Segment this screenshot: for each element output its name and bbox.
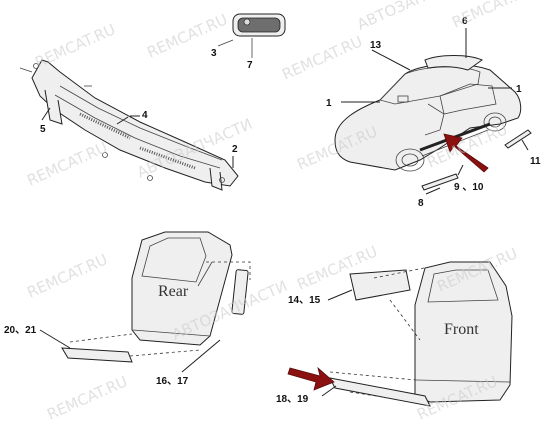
rear-door-text: Rear (158, 283, 189, 300)
car-body (334, 55, 522, 172)
watermark-14: REMCAT.RU (44, 372, 130, 423)
callout-9-10: 9 、10 (454, 182, 484, 193)
watermark-3: REMCAT.RU (279, 32, 365, 83)
callout-18-19: 18、19 (276, 394, 309, 405)
watermark-1: REMCAT.RU (32, 20, 118, 71)
rear-door (69, 231, 251, 357)
callout-8: 8 (418, 198, 424, 209)
callout-1-left: 1 (326, 98, 332, 109)
callout-7: 7 (247, 60, 253, 71)
trim-strip-11 (504, 129, 532, 149)
callout-6: 6 (462, 16, 468, 27)
callout-4: 4 (142, 110, 148, 121)
callout-11: 11 (530, 156, 541, 167)
callout-3: 3 (211, 48, 217, 59)
watermark-5: REMCAT.RU (449, 0, 535, 32)
rearview-mirror (217, 13, 286, 58)
red-arrow-front-trim (287, 366, 335, 391)
cowl-panel (19, 59, 239, 191)
trim-strip-8 (421, 173, 459, 191)
front-door (329, 261, 513, 405)
watermark-10: REMCAT.RU (24, 250, 110, 301)
callout-14-15: 14、15 (288, 295, 321, 306)
rear-lower-trim (61, 347, 133, 363)
front-door-text: Front (444, 321, 479, 338)
front-lower-trim (329, 377, 431, 407)
red-arrow-car (443, 133, 489, 173)
callout-16-17: 16、17 (156, 376, 189, 387)
watermark-6: REMCAT.RU (24, 138, 110, 189)
watermark-2: REMCAT.RU (144, 10, 230, 61)
callout-13: 13 (370, 40, 382, 51)
callout-20-21: 20、21 (4, 325, 37, 336)
callout-1-right: 1 (516, 84, 522, 95)
callout-5: 5 (40, 124, 46, 135)
callout-2: 2 (232, 144, 238, 155)
